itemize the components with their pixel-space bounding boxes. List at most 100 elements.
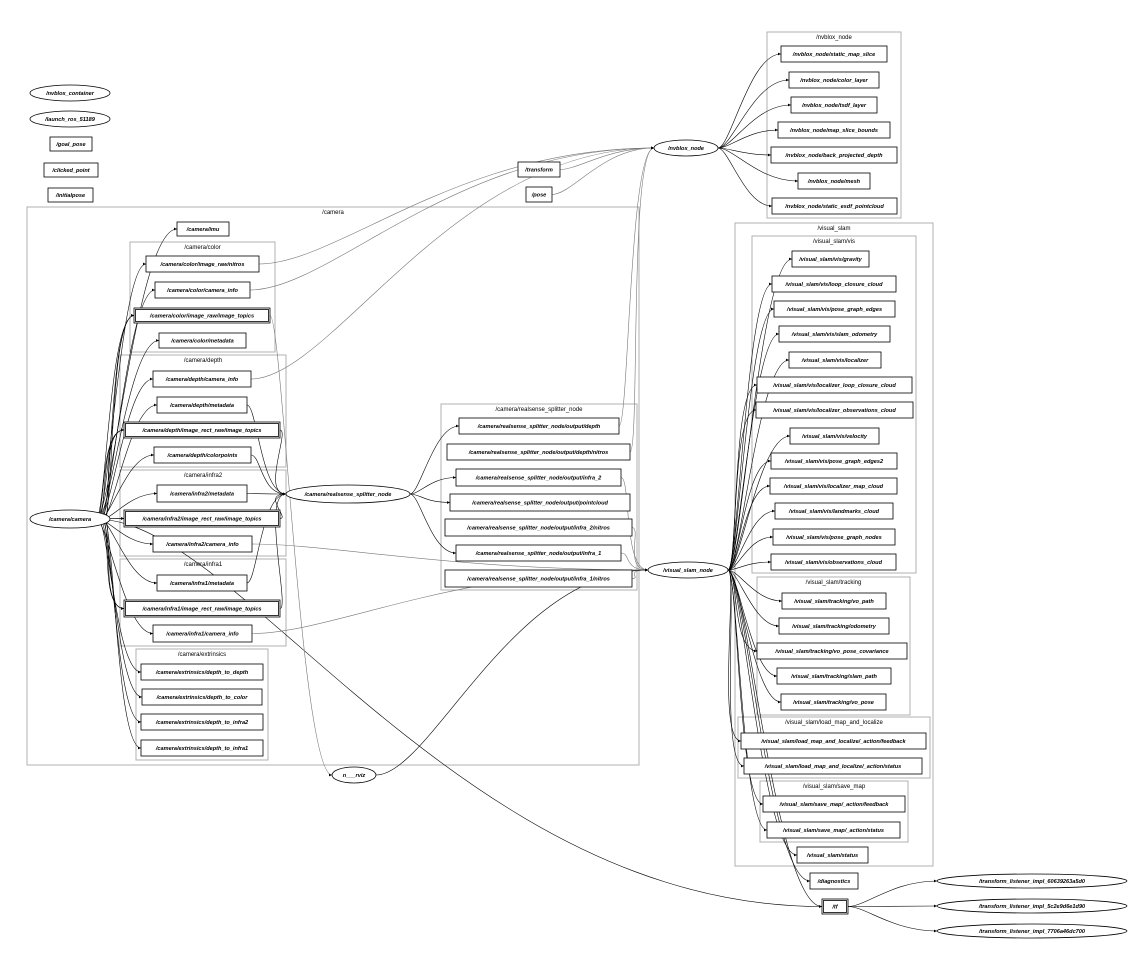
topic-camera-depth-colorpoints[interactable]: /camera/depth/colorpoints bbox=[153, 446, 252, 464]
topic-visual-slam-tracking-odometry[interactable]: /visual_slam/tracking/odometry bbox=[778, 617, 890, 635]
topic-camera-depth-metadata[interactable]: /camera/depth/metadata bbox=[156, 396, 248, 414]
topic-visual-slam-tracking-vo-pose[interactable]: /visual_slam/tracking/vo_pose bbox=[780, 693, 887, 711]
topic-camera-infra1-image-rect-raw-image-topics[interactable]: /camera/infra1/image_rect_raw/image_topi… bbox=[123, 599, 281, 618]
node-label: /camera/infra1/metadata bbox=[169, 581, 234, 587]
node-transform-listener-impl-5c2e9d6e1d90[interactable]: /transform_listener_impl_5c2e9d6e1d90 bbox=[936, 898, 1128, 914]
topic-initialpose[interactable]: /initialpose bbox=[47, 187, 94, 203]
topic-pose[interactable]: /pose bbox=[525, 186, 553, 203]
topic-transform[interactable]: /transform bbox=[517, 161, 561, 178]
topic-camera-infra2-image-rect-raw-image-topics[interactable]: /camera/infra2/image_rect_raw/image_topi… bbox=[123, 509, 281, 528]
node-launch-ros-51189[interactable]: /launch_ros_51189 bbox=[29, 110, 111, 128]
topic-nvblox-node-back-projected-depth[interactable]: /nvblox_node/back_projected_depth bbox=[770, 146, 898, 164]
topic-diagnostics[interactable]: /diagnostics bbox=[809, 872, 859, 890]
topic-visual-slam-status[interactable]: /visual_slam/status bbox=[796, 846, 869, 864]
cluster-camera-color: /camera/color bbox=[129, 241, 276, 353]
node-transform-listener-impl-60639263a5d0[interactable]: /transform_listener_impl_60639263a5d0 bbox=[936, 873, 1128, 889]
topic-camera-realsense-splitter-node-output-infra-1[interactable]: /camera/realsense_splitter_node/output/i… bbox=[455, 544, 622, 562]
topic-camera-infra2-camera-info[interactable]: /camera/infra2/camera_info bbox=[152, 535, 253, 553]
topic-visual-slam-tracking-vo-path[interactable]: /visual_slam/tracking/vo_path bbox=[781, 592, 887, 610]
topic-visual-slam-vis-localizer-map-cloud[interactable]: /visual_slam/vis/localizer_map_cloud bbox=[769, 477, 898, 495]
node-label: /visual_slam/vis/velocity bbox=[801, 434, 868, 440]
node-label: /camera/realsense_splitter_node/output/i… bbox=[466, 577, 610, 583]
node-nvblox-node[interactable]: /nvblox_node bbox=[653, 139, 719, 157]
topic-camera-color-camera-info[interactable]: /camera/color/camera_info bbox=[154, 281, 251, 299]
node-label: /visual_slam/status bbox=[806, 853, 858, 859]
topic-nvblox-node-static-esdf-pointcloud[interactable]: /nvblox_node/static_esdf_pointcloud bbox=[771, 197, 898, 215]
topic-visual-slam-save-map-action-feedback[interactable]: /visual_slam/save_map/_action/feedback bbox=[762, 795, 906, 813]
edge bbox=[103, 518, 142, 750]
topic-camera-realsense-splitter-node-output-pointcloud[interactable]: /camera/realsense_splitter_node/output/p… bbox=[449, 493, 631, 512]
node-nvblox-container[interactable]: /nvblox_container bbox=[29, 84, 111, 102]
topic-camera-realsense-splitter-node-output-depth[interactable]: /camera/realsense_splitter_node/output/d… bbox=[458, 417, 620, 435]
topic-camera-color-image-raw-image-topics[interactable]: /camera/color/image_raw/image_topics bbox=[133, 307, 271, 324]
topic-goal-pose[interactable]: /goal_pose bbox=[49, 136, 93, 152]
topic-nvblox-node-mesh[interactable]: /nvblox_node/mesh bbox=[797, 172, 871, 190]
node-visual-slam-node[interactable]: /visual_slam_node bbox=[647, 561, 729, 579]
topic-clicked-point[interactable]: /clicked_point bbox=[43, 162, 99, 178]
topic-visual-slam-vis-localizer-loop-closure-cloud[interactable]: /visual_slam/vis/localizer_loop_closure_… bbox=[756, 376, 913, 394]
topic-nvblox-node-tsdf-layer[interactable]: /nvblox_node/tsdf_layer bbox=[790, 96, 878, 114]
topic-visual-slam-vis-observations-cloud[interactable]: /visual_slam/vis/observations_cloud bbox=[770, 553, 897, 571]
topic-visual-slam-vis-velocity[interactable]: /visual_slam/vis/velocity bbox=[789, 427, 880, 445]
node-n-rviz[interactable]: n___rviz bbox=[331, 766, 377, 784]
edge bbox=[727, 358, 790, 571]
topic-camera-infra1-metadata[interactable]: /camera/infra1/metadata bbox=[156, 574, 248, 592]
topic-camera-infra1-camera-info[interactable]: /camera/infra1/camera_info bbox=[152, 624, 253, 643]
edge bbox=[717, 147, 799, 183]
topic-camera-color-metadata[interactable]: /camera/color/metadata bbox=[158, 332, 247, 349]
topic-visual-slam-tracking-vo-pose-covariance[interactable]: /visual_slam/tracking/vo_pose_covariance bbox=[756, 642, 908, 660]
topic-visual-slam-vis-pose-graph-nodes[interactable]: /visual_slam/vis/pose_graph_nodes bbox=[772, 528, 896, 546]
edge bbox=[727, 257, 793, 571]
node-label: /camera/realsense_splitter_node/output/i… bbox=[475, 476, 602, 482]
topic-visual-slam-vis-localizer[interactable]: /visual_slam/vis/localizer bbox=[788, 351, 882, 369]
topic-visual-slam-vis-gravity[interactable]: /visual_slam/vis/gravity bbox=[791, 250, 870, 268]
topic-visual-slam-vis-pose-graph-edges[interactable]: /visual_slam/vis/pose_graph_edges bbox=[773, 300, 896, 318]
topic-camera-infra2-metadata[interactable]: /camera/infra2/metadata bbox=[156, 484, 248, 503]
node-camera-realsense-splitter-node[interactable]: /camera/realsense_splitter_node bbox=[285, 484, 411, 504]
node-label: /visual_slam/load_map_and_localize/_acti… bbox=[764, 764, 901, 770]
topic-camera-color-image-raw-nitros[interactable]: /camera/color/image_raw/nitros bbox=[145, 255, 260, 273]
topic-camera-extrinsics-depth-to-infra1[interactable]: /camera/extrinsics/depth_to_infra1 bbox=[140, 739, 264, 757]
edge bbox=[251, 543, 649, 572]
topic-visual-slam-vis-localizer-observations-cloud[interactable]: /visual_slam/vis/localizer_observations_… bbox=[755, 401, 914, 419]
edge bbox=[727, 332, 780, 571]
topic-camera-realsense-splitter-node-output-infra-1-nitros[interactable]: /camera/realsense_splitter_node/output/i… bbox=[444, 569, 633, 588]
node-label: /camera/infra1/camera_info bbox=[165, 632, 239, 638]
node-transform-listener-impl-7706a46dc700[interactable]: /transform_listener_impl_7706a46dc700 bbox=[936, 923, 1128, 939]
topic-camera-realsense-splitter-node-output-depth-nitros[interactable]: /camera/realsense_splitter_node/output/d… bbox=[446, 443, 631, 461]
node-label: /visual_slam/vis/pose_graph_edges2 bbox=[784, 459, 884, 465]
topic-visual-slam-save-map-action-status[interactable]: /visual_slam/save_map/_action/status bbox=[766, 821, 901, 839]
topic-visual-slam-load-map-and-localize-action-feedback[interactable]: /visual_slam/load_map_and_localize/_acti… bbox=[740, 732, 927, 750]
node-label: /visual_slam/vis/localizer_observations_… bbox=[772, 408, 896, 414]
node-label: /diagnostics bbox=[817, 879, 851, 885]
topic-visual-slam-vis-slam-odometry[interactable]: /visual_slam/vis/slam_odometry bbox=[778, 325, 891, 343]
topic-visual-slam-vis-landmarks-cloud[interactable]: /visual_slam/vis/landmarks_cloud bbox=[774, 502, 894, 520]
topic-tf[interactable]: /tf bbox=[821, 898, 849, 915]
node-label: /camera/infra1/image_rect_raw/image_topi… bbox=[141, 607, 261, 613]
topic-camera-realsense-splitter-node-output-infra-2[interactable]: /camera/realsense_splitter_node/output/i… bbox=[455, 468, 622, 487]
topic-nvblox-node-color-layer[interactable]: /nvblox_node/color_layer bbox=[788, 71, 880, 89]
topic-camera-imu[interactable]: /camera/imu bbox=[176, 221, 230, 237]
topic-nvblox-node-map-slice-bounds[interactable]: /nvblox_node/map_slice_bounds bbox=[777, 121, 891, 139]
node-label: /transform bbox=[524, 168, 553, 174]
topic-nvblox-node-static-map-slice[interactable]: /nvblox_node/static_map_slice bbox=[780, 45, 888, 63]
node-label: /nvblox_node/map_slice_bounds bbox=[789, 128, 878, 134]
topic-camera-depth-image-rect-raw-image-topics[interactable]: /camera/depth/image_rect_raw/image_topic… bbox=[123, 421, 281, 439]
topic-visual-slam-vis-loop-closure-cloud[interactable]: /visual_slam/vis/loop_closure_cloud bbox=[771, 275, 897, 293]
topic-visual-slam-load-map-and-localize-action-status[interactable]: /visual_slam/load_map_and_localize/_acti… bbox=[743, 757, 923, 775]
cluster-label: /camera/color bbox=[184, 245, 220, 251]
topic-visual-slam-tracking-slam-path[interactable]: /visual_slam/tracking/slam_path bbox=[776, 667, 892, 685]
edge bbox=[727, 509, 776, 571]
node-label: /camera/depth/image_rect_raw/image_topic… bbox=[141, 428, 261, 434]
topic-camera-depth-camera-info[interactable]: /camera/depth/camera_info bbox=[152, 370, 252, 388]
topic-camera-extrinsics-depth-to-infra2[interactable]: /camera/extrinsics/depth_to_infra2 bbox=[140, 713, 264, 731]
cluster-visual-slam-save-map: /visual_slam/save_map bbox=[759, 780, 909, 843]
topic-visual-slam-vis-pose-graph-edges2[interactable]: /visual_slam/vis/pose_graph_edges2 bbox=[770, 452, 898, 470]
topic-camera-extrinsics-depth-to-color[interactable]: /camera/extrinsics/depth_to_color bbox=[141, 688, 263, 706]
node-label: /nvblox_container bbox=[45, 91, 95, 97]
node-label: /goal_pose bbox=[55, 142, 85, 148]
cluster-camera: /camera bbox=[26, 206, 640, 766]
topic-camera-extrinsics-depth-to-depth[interactable]: /camera/extrinsics/depth_to_depth bbox=[140, 663, 264, 681]
topic-camera-realsense-splitter-node-output-infra-2-nitros[interactable]: /camera/realsense_splitter_node/output/i… bbox=[444, 518, 633, 537]
node-camera-camera[interactable]: /camera/camera bbox=[29, 509, 111, 529]
